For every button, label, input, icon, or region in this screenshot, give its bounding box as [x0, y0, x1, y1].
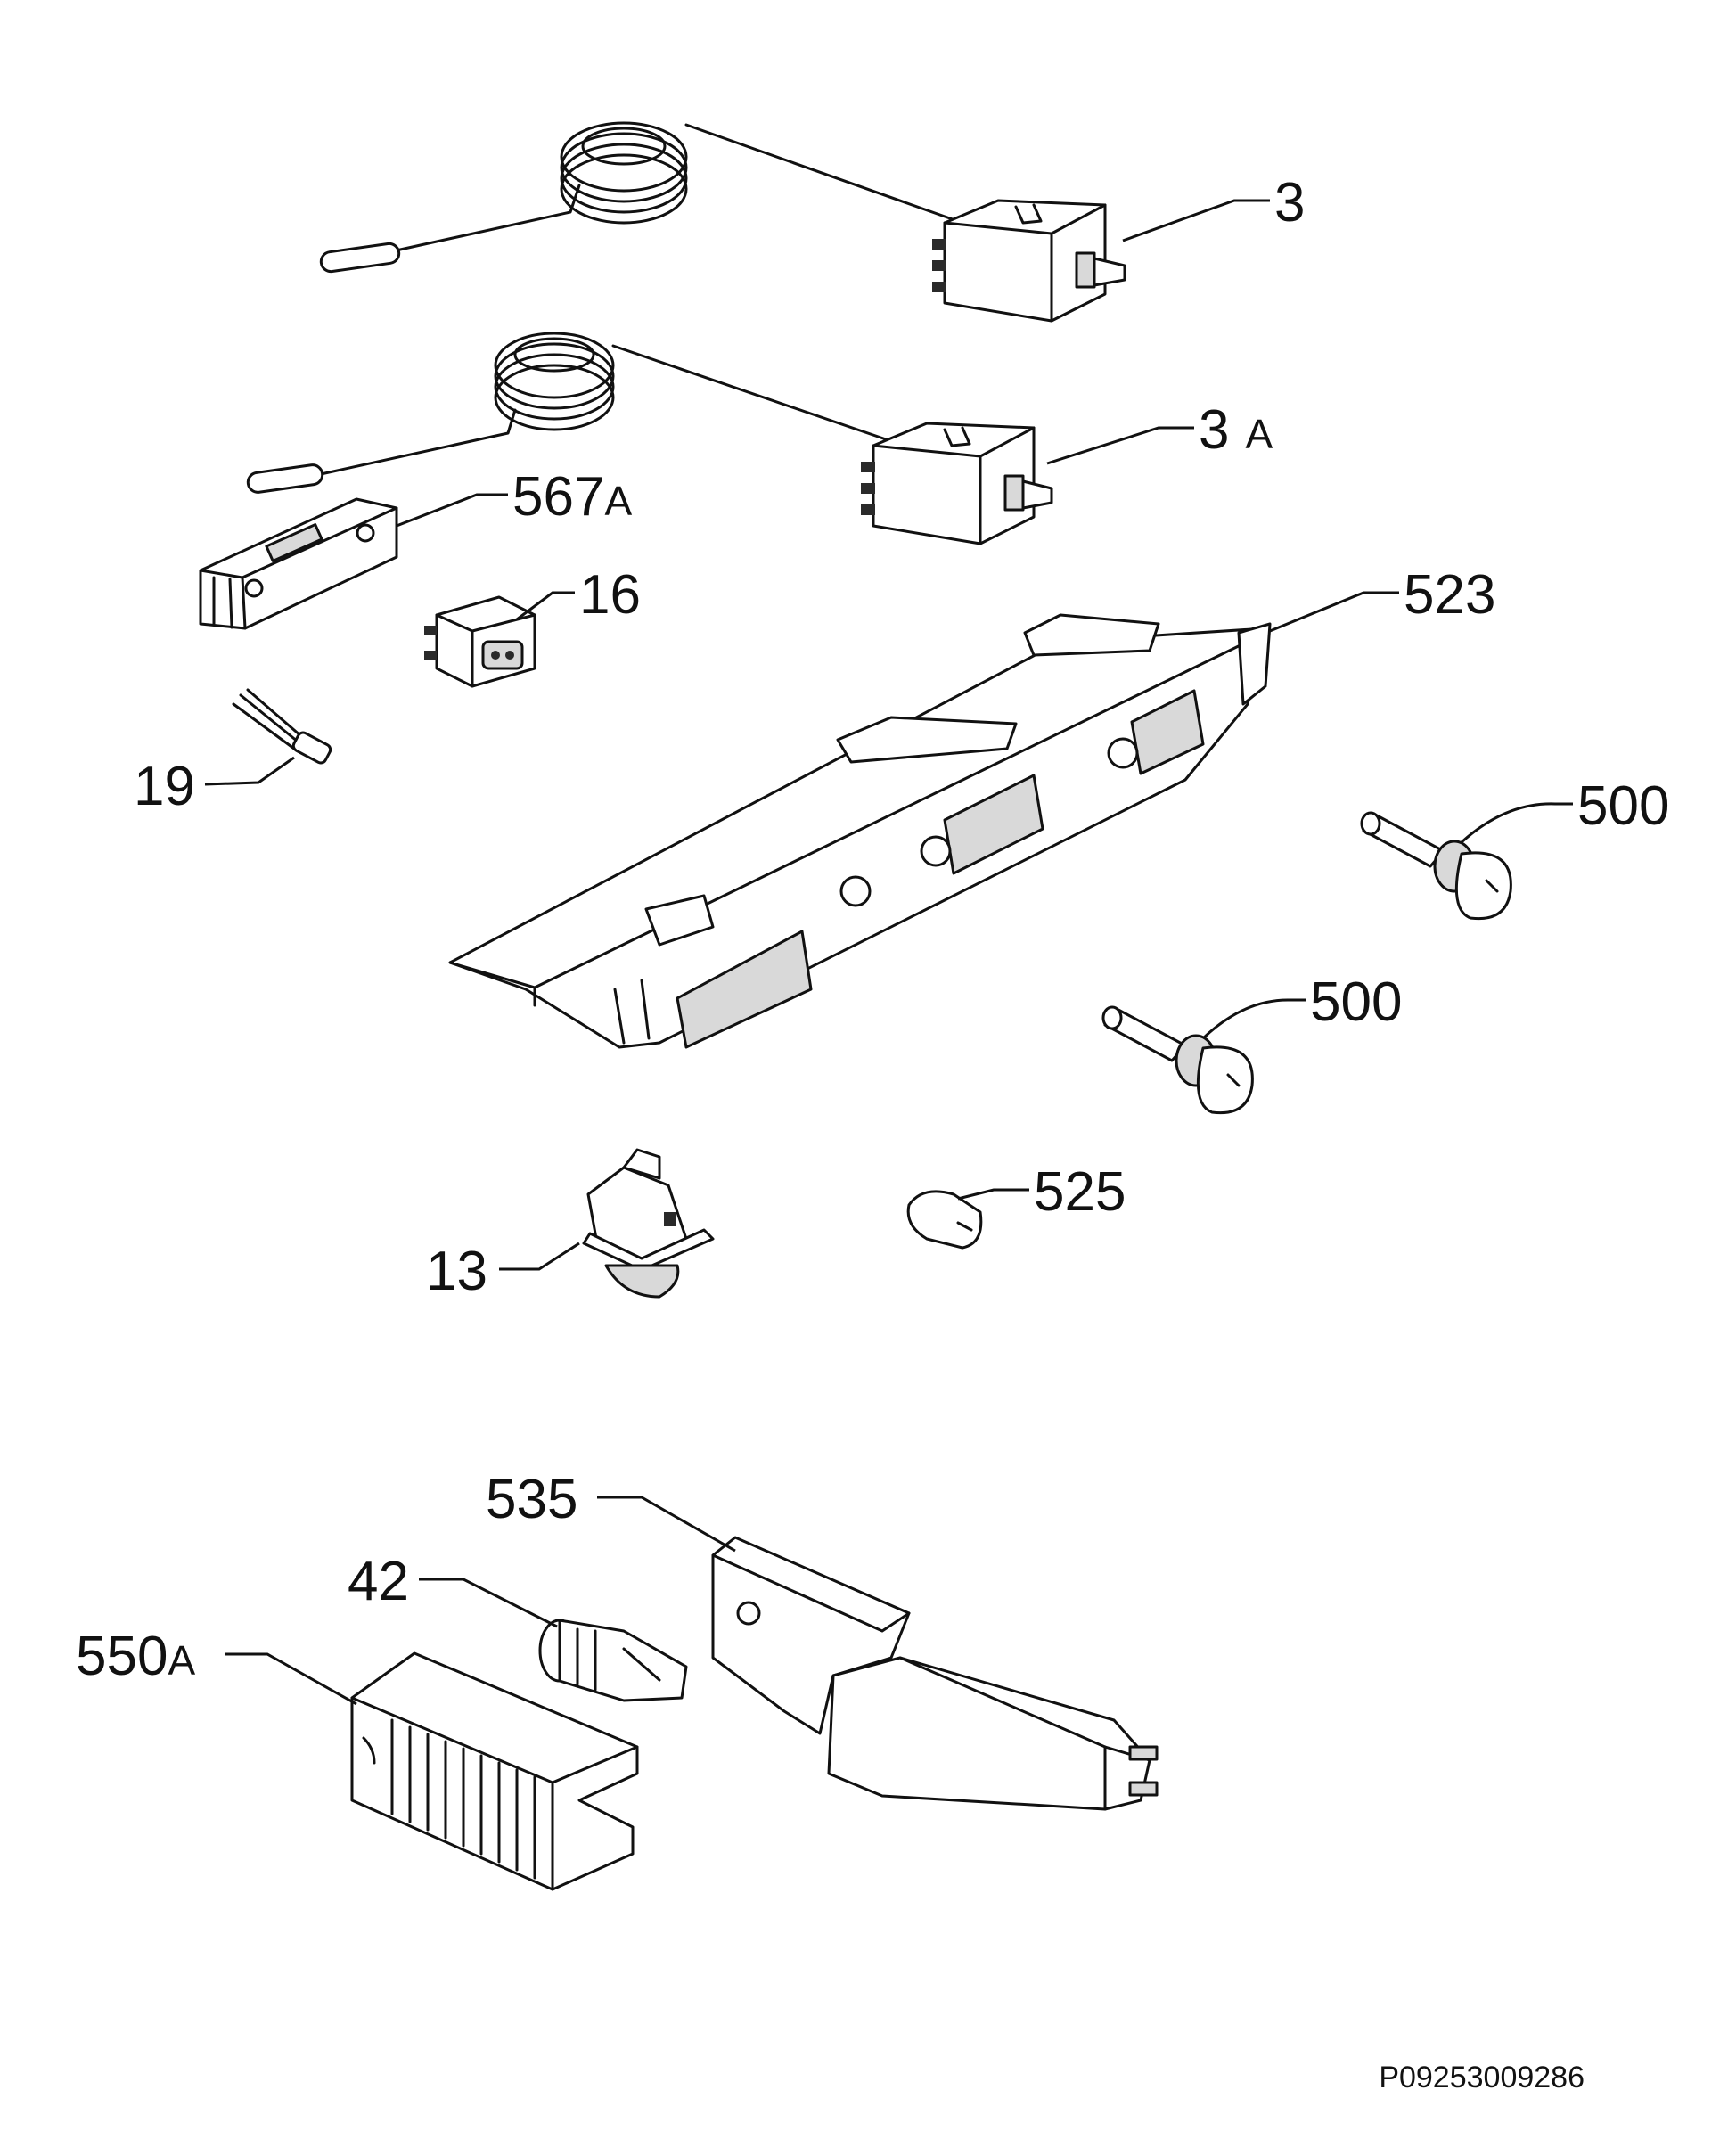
part-500-upper-lampholder: [1360, 811, 1512, 921]
callout-567a: 567A: [512, 466, 632, 528]
leader-13: [499, 1242, 580, 1271]
part-19-sensor: [232, 688, 332, 765]
callout-42: 42: [348, 1551, 409, 1612]
callout-13: 13: [426, 1241, 487, 1302]
part-523-housing: [448, 613, 1272, 1049]
callout-500-upper: 500: [1577, 775, 1669, 837]
leader-525: [957, 1188, 1029, 1201]
callout-535: 535: [486, 1469, 577, 1530]
part-13-push-switch: [582, 1148, 715, 1299]
leader-523: [1269, 591, 1399, 633]
part-3a-thermostat: [246, 332, 1053, 545]
leader-500a: [1460, 802, 1573, 844]
callout-3: 3: [1274, 172, 1305, 234]
callout-16: 16: [579, 564, 641, 626]
leader-567a: [396, 493, 508, 528]
leader-19: [204, 756, 295, 786]
part-550a-grille: [350, 1651, 639, 1891]
leader-500b: [1201, 998, 1306, 1040]
part-16-switch: [424, 595, 536, 688]
leader-16: [516, 591, 575, 621]
leader-42: [419, 1578, 558, 1628]
leader-535: [597, 1496, 736, 1553]
leader-lines: [204, 199, 1573, 1706]
callout-550a: 550A: [76, 1626, 195, 1687]
document-code: P09253009286: [1379, 2061, 1585, 2094]
part-525-cap: [906, 1190, 983, 1250]
part-500-lower-lampholder: [1101, 1005, 1254, 1115]
leader-3: [1122, 199, 1270, 242]
callout-500-lower: 500: [1310, 971, 1402, 1033]
callout-525: 525: [1034, 1161, 1126, 1223]
leader-3a: [1046, 426, 1194, 465]
part-3-thermostat: [319, 121, 1126, 323]
part-535-cover: [711, 1536, 1159, 1811]
part-42-socket: [538, 1619, 688, 1702]
callout-19: 19: [134, 756, 195, 817]
part-567a-bracket: [199, 497, 398, 630]
leader-550a: [225, 1652, 357, 1706]
callout-523: 523: [1404, 564, 1495, 626]
